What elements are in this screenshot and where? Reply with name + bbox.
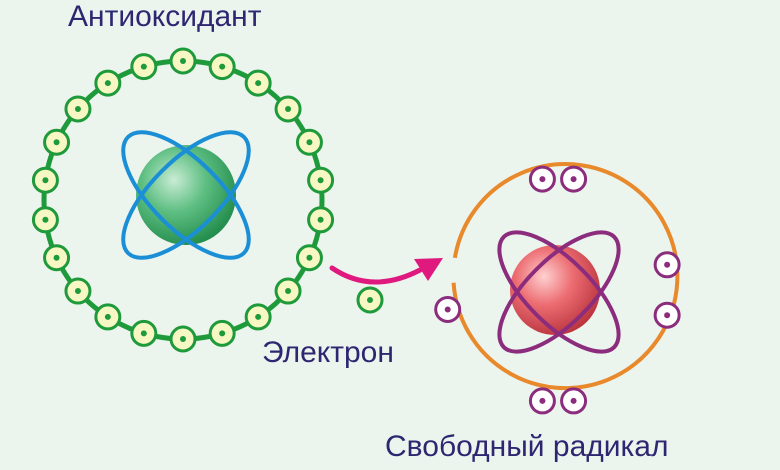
radical-orbit-2 [497, 230, 621, 354]
electron-dot [539, 397, 546, 404]
electron-dot [74, 288, 81, 295]
electron [94, 69, 122, 97]
radical-electrons [434, 165, 681, 415]
curved-arrow-shaft [329, 265, 423, 285]
electron [31, 166, 59, 194]
curved-arrow-head [414, 258, 443, 281]
electron-dot [42, 216, 49, 223]
electron [295, 128, 323, 156]
electron-dot [306, 139, 313, 146]
curved-arrow-icon [329, 258, 443, 285]
electron-dot [53, 139, 60, 146]
antioxidant-orbit-2 [121, 130, 251, 260]
electron-dot [317, 216, 324, 223]
electron [244, 69, 272, 97]
electron-dot [219, 330, 226, 337]
electron [274, 277, 302, 305]
electron [43, 128, 71, 156]
electron-dot [42, 177, 49, 184]
electron-dot [317, 177, 324, 184]
antioxidant-nucleus [136, 145, 236, 245]
electron-dot [285, 105, 292, 112]
electron [208, 319, 236, 347]
electron [653, 301, 681, 329]
electron-dot [570, 176, 577, 183]
electron-dot [180, 336, 186, 342]
electron [208, 53, 236, 81]
electron-dot [104, 80, 111, 87]
electron-dot [140, 63, 147, 70]
electron [560, 387, 588, 415]
electron-dot [140, 330, 147, 337]
electron [560, 165, 588, 193]
electron [653, 251, 681, 279]
electron-label: Электрон [262, 336, 394, 369]
transfer-electron [356, 286, 384, 314]
electron [169, 325, 197, 353]
electron-dot [255, 80, 262, 87]
electron [244, 303, 272, 331]
electron [274, 95, 302, 123]
electron [130, 53, 158, 81]
transfer-electron-dot [367, 297, 373, 303]
electron [94, 303, 122, 331]
antioxidant-orbit-1 [121, 130, 251, 260]
electron [528, 387, 556, 415]
electron-dot [74, 105, 81, 112]
electron-dot [53, 254, 60, 261]
radical-nucleus [510, 245, 600, 335]
electron [169, 47, 197, 75]
electron-dot [664, 312, 671, 319]
electron [528, 165, 556, 193]
electron [295, 244, 323, 272]
antioxidant-label: Антиоксидант [68, 0, 262, 33]
electron-dot [570, 397, 577, 404]
free-radical-atom [434, 162, 681, 415]
electron [130, 319, 158, 347]
electron [64, 277, 92, 305]
electron-dot [104, 313, 111, 320]
antioxidant-atom [31, 47, 335, 353]
electron [307, 166, 335, 194]
electron-dot [444, 306, 451, 313]
electron [64, 95, 92, 123]
radical-orbit-1 [497, 230, 621, 354]
electron-dot [255, 313, 262, 320]
electron-dot [306, 254, 313, 261]
free-radical-label: Свободный радикал [385, 430, 669, 463]
electron-dot [285, 288, 292, 295]
electron [43, 244, 71, 272]
electron-dot [180, 58, 186, 64]
electron [307, 206, 335, 234]
antioxidant-electrons [31, 47, 335, 353]
electron-dot [219, 63, 226, 70]
electron [31, 206, 59, 234]
electron-dot [664, 261, 671, 268]
radical-outer-ring [451, 162, 680, 391]
electron-dot [539, 176, 546, 183]
electron [434, 295, 462, 323]
